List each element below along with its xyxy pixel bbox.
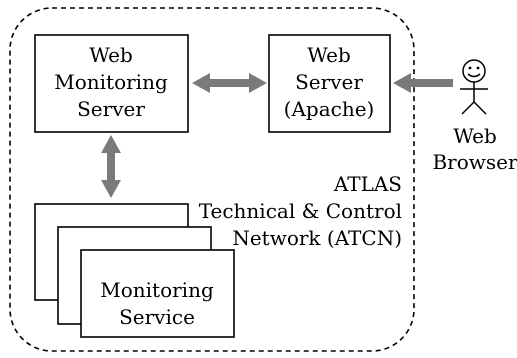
web-monitoring-server-label-line3: Server xyxy=(77,97,145,121)
user-stick-figure-icon xyxy=(460,59,488,115)
web-browser-label: Web Browser xyxy=(432,124,517,174)
network-label-line3: Network (ATCN) xyxy=(232,226,402,250)
web-server-label-line2: Server xyxy=(295,70,363,94)
web-browser-label-line2: Browser xyxy=(432,150,517,174)
web-monitoring-server-label-line2: Monitoring xyxy=(54,70,168,94)
monitoring-server-service-double-arrow xyxy=(101,135,121,198)
network-label-line2: Technical & Control xyxy=(199,199,402,223)
network-label-line1: ATLAS xyxy=(333,172,402,196)
monitoring-service-label-line2: Service xyxy=(119,305,195,329)
web-browser-label-line1: Web xyxy=(453,124,497,148)
atcn-network-label: ATLAS Technical & Control Network (ATCN) xyxy=(199,172,402,250)
web-monitoring-server-box: Web Monitoring Server xyxy=(34,34,189,133)
web-server-box: Web Server (Apache) xyxy=(268,34,391,133)
browser-to-webserver-arrow xyxy=(393,73,453,93)
atcn-network-boundary xyxy=(9,7,415,352)
monitoring-service-label-line1: Monitoring xyxy=(100,278,214,302)
web-server-label-line3: (Apache) xyxy=(284,97,375,121)
web-server-label-line1: Web xyxy=(307,43,351,67)
monitoring-service-box-front: Monitoring Service xyxy=(80,249,235,338)
monitoring-webserver-double-arrow xyxy=(192,73,267,93)
web-monitoring-server-label-line1: Web xyxy=(89,43,133,67)
